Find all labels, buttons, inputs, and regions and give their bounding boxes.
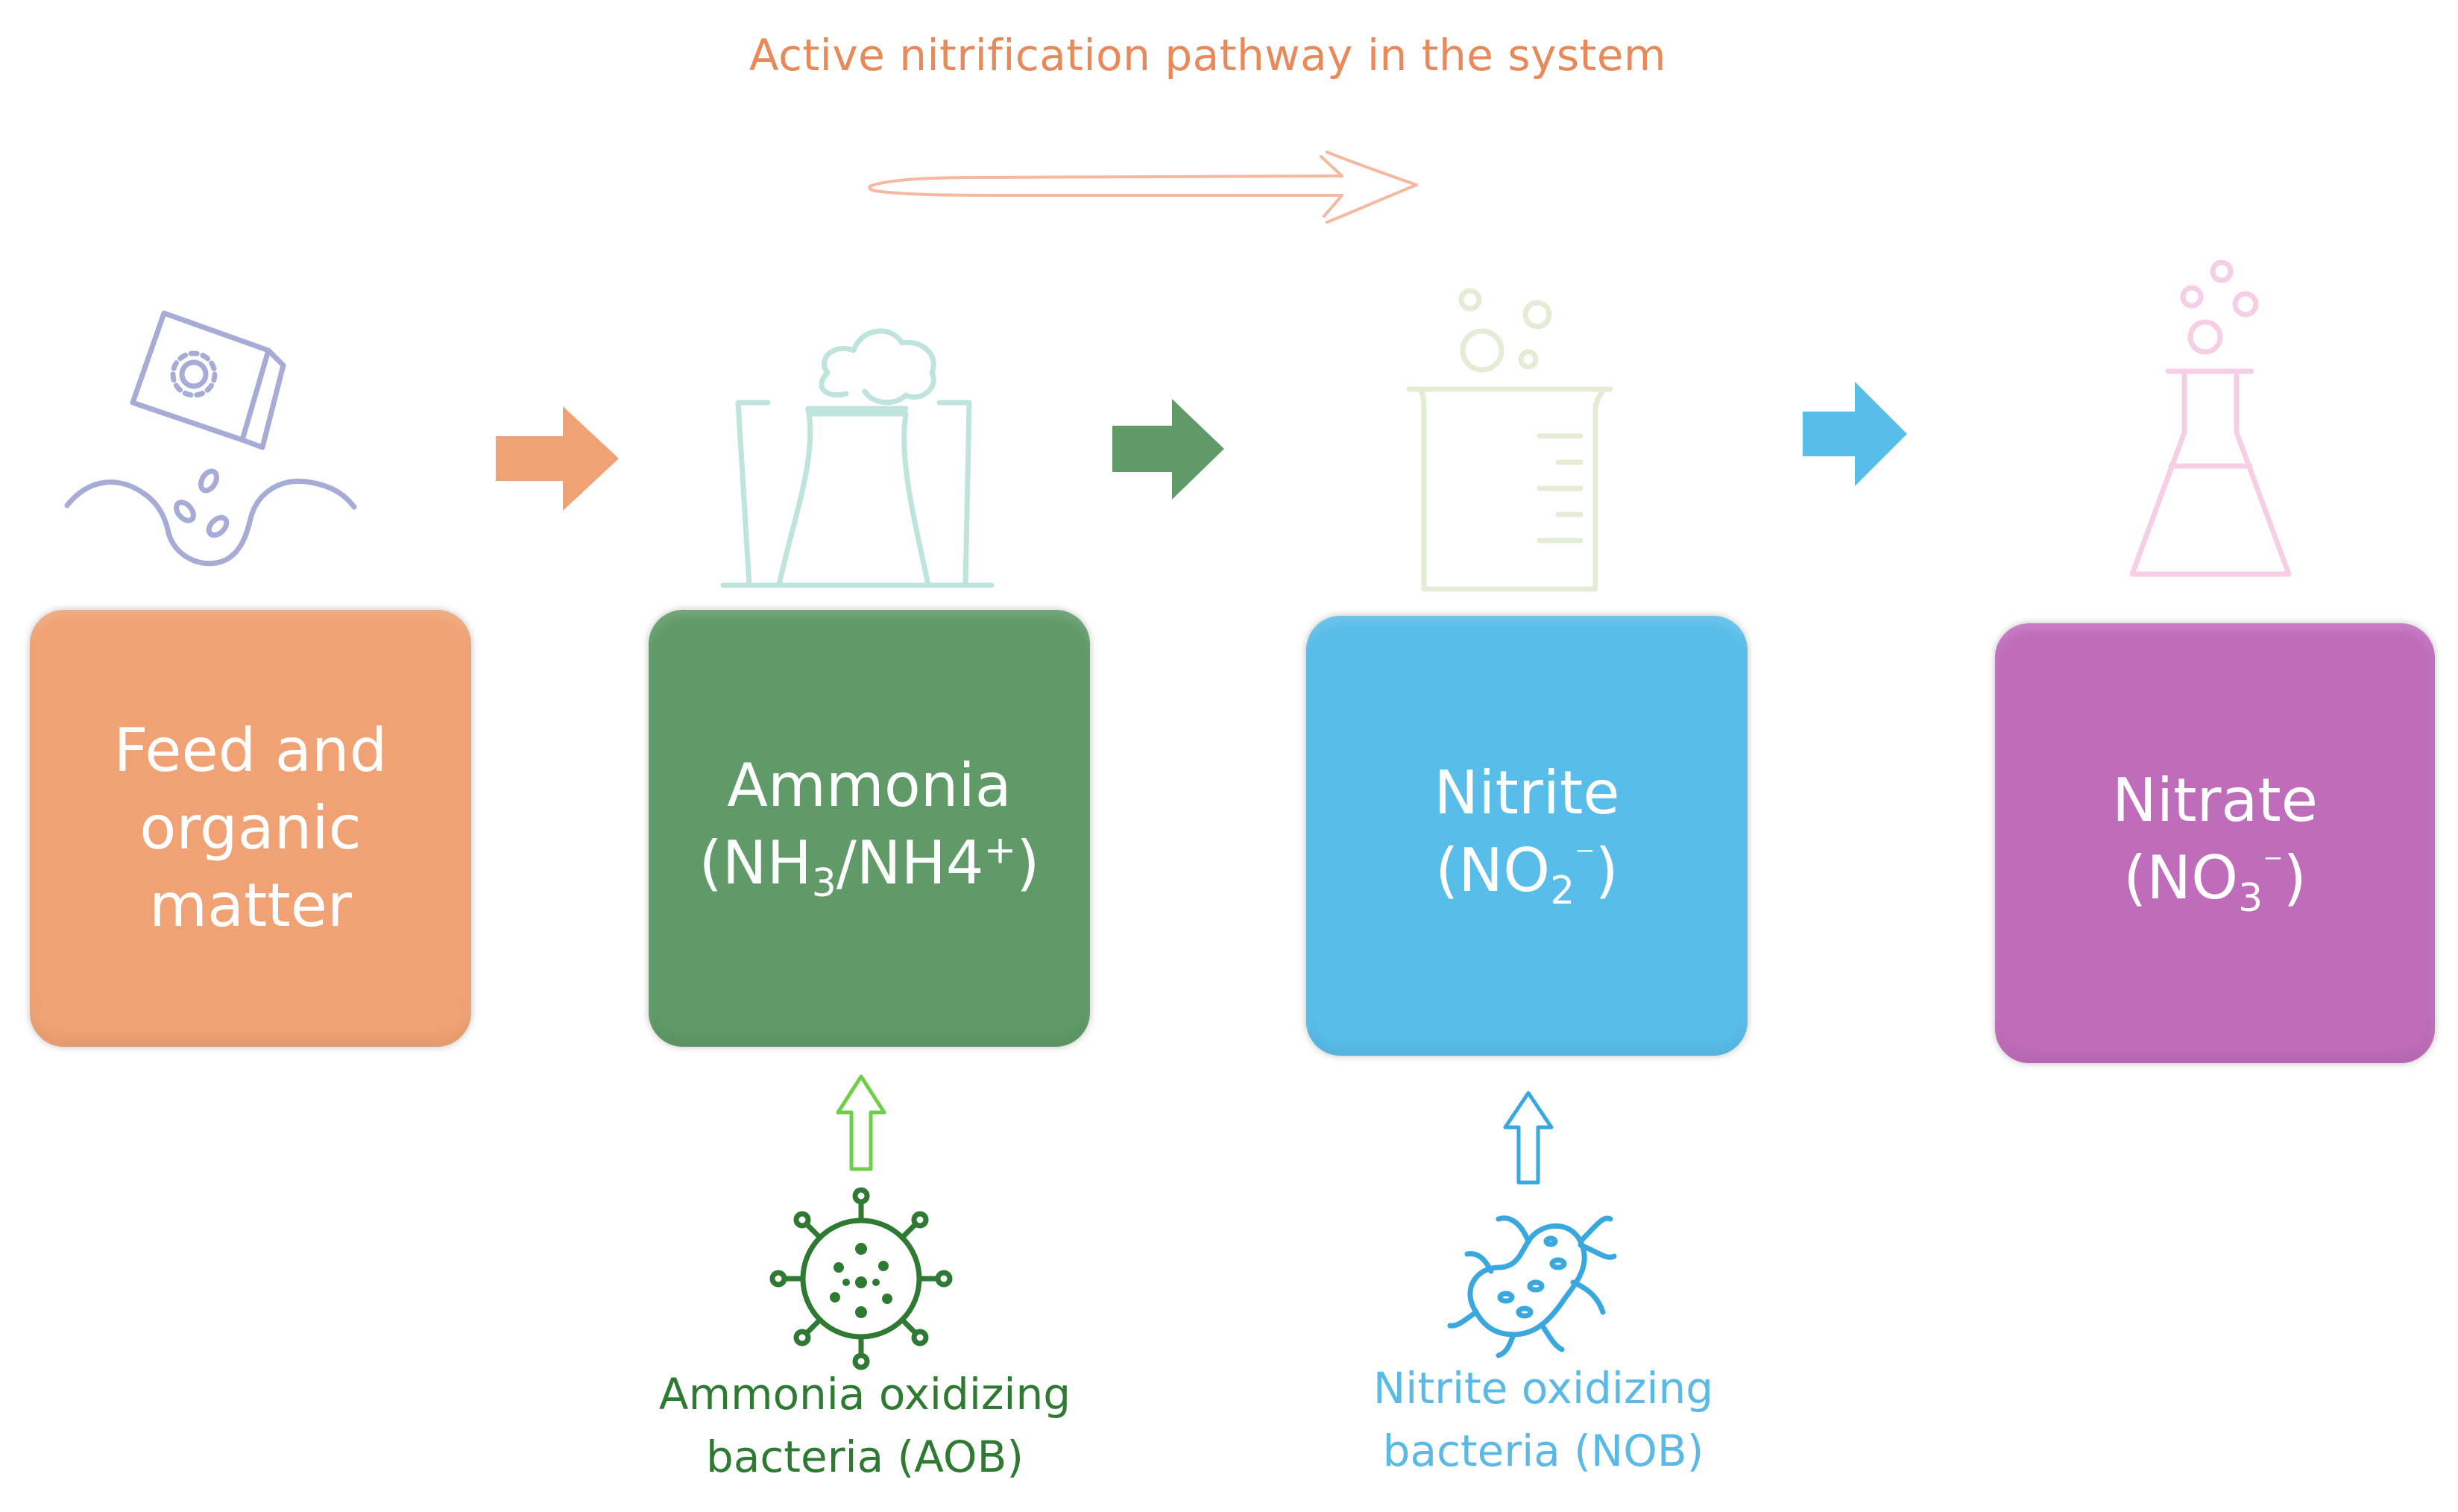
virus-icon — [769, 1187, 953, 1370]
arrow-right-icon — [1112, 399, 1224, 500]
stage-label: organic — [139, 793, 362, 863]
feed-pouring-icon — [64, 310, 357, 567]
stage-name: Nitrite — [1434, 758, 1620, 828]
pathway-title: Active nitrification pathway in the syst… — [749, 30, 1667, 81]
stage-label: Feed and — [113, 716, 388, 785]
stage-box-ammonia: Ammonia (NH3/NH4+) — [649, 610, 1090, 1047]
stage-formula: (NO3⁻) — [2123, 842, 2307, 922]
bacterium-icon — [1447, 1215, 1617, 1358]
bacteria-label-nob: Nitrite oxidizing bacteria (NOB) — [1320, 1357, 1767, 1482]
factory-icon — [720, 328, 995, 588]
stage-box-nitrate: Nitrate (NO3⁻) — [1995, 623, 2435, 1063]
arrow-up-outline-icon — [836, 1074, 886, 1171]
stage-formula: (NH3/NH4+) — [699, 828, 1040, 907]
arrow-right-icon — [496, 406, 619, 511]
bacteria-label-line: bacteria (NOB) — [1382, 1426, 1704, 1477]
stage-name: Nitrate — [2112, 766, 2318, 836]
arrow-right-icon — [1803, 382, 1907, 486]
bacteria-label-line: Nitrite oxidizing — [1373, 1363, 1714, 1414]
stage-label: matter — [149, 871, 352, 940]
stage-box-nitrite: Nitrite (NO2⁻) — [1306, 616, 1748, 1056]
stage-name: Ammonia — [727, 751, 1012, 821]
flask-icon — [2129, 259, 2292, 577]
stage-formula: (NO2⁻) — [1435, 835, 1619, 914]
beaker-icon — [1406, 288, 1613, 592]
bacteria-label-aob: Ammonia oxidizing bacteria (AOB) — [641, 1363, 1088, 1488]
arrow-up-outline-icon — [1503, 1091, 1554, 1185]
stage-box-feed: Feed and organic matter — [30, 610, 471, 1047]
bacteria-label-line: bacteria (AOB) — [706, 1431, 1024, 1483]
bacteria-label-line: Ammonia oxidizing — [658, 1369, 1071, 1420]
pathway-arrow-icon — [868, 151, 1418, 224]
